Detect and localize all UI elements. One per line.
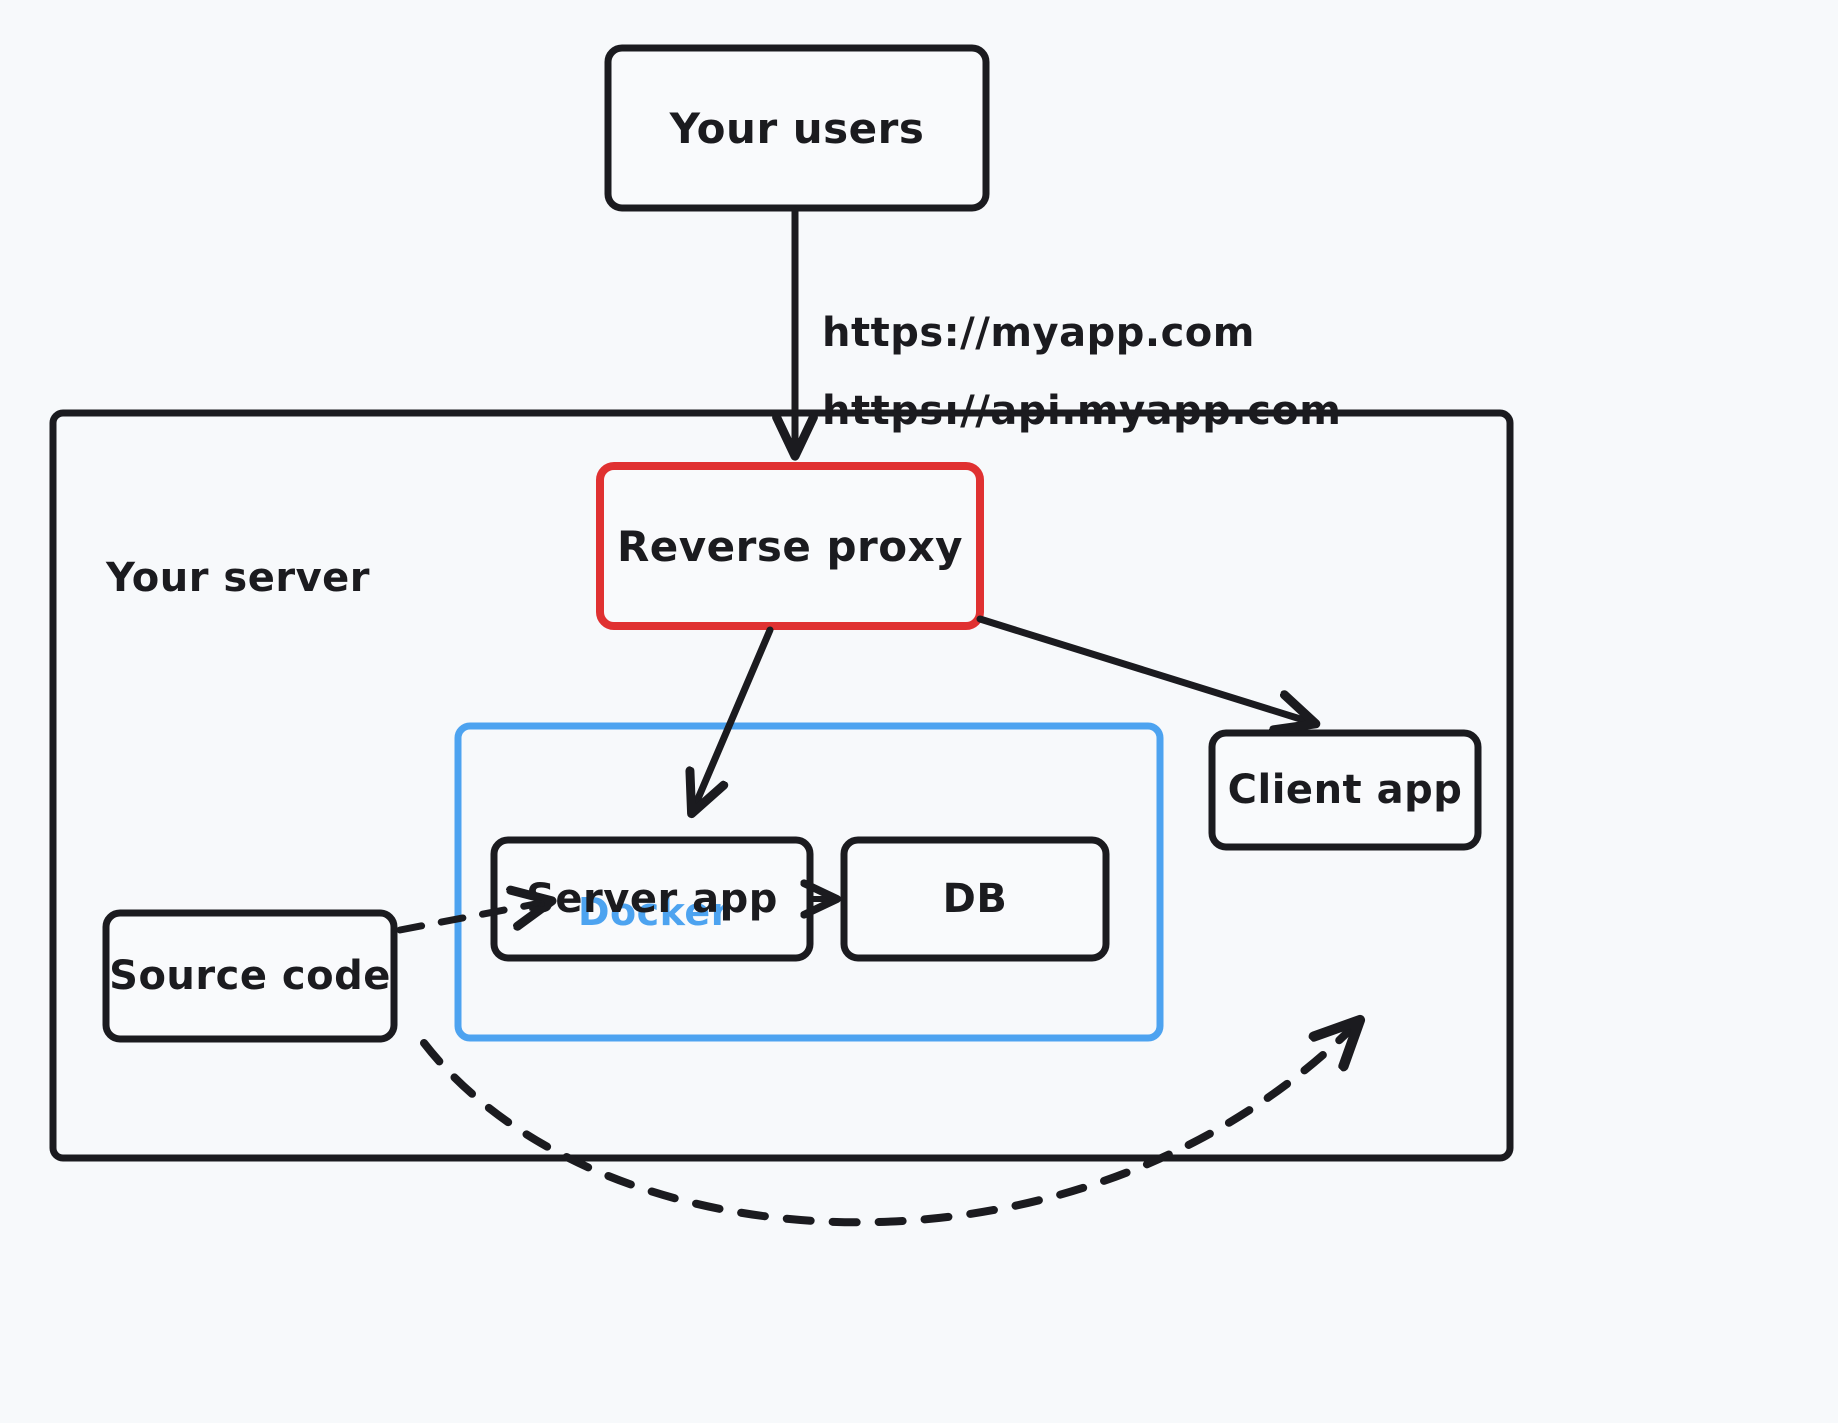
reverse-proxy-box[interactable]	[596, 462, 984, 630]
edge-reverse-proxy-to-client-app	[976, 615, 1310, 722]
client-app-box[interactable]	[1208, 729, 1482, 851]
db-box[interactable]	[840, 836, 1110, 962]
docker-group-label: Docker	[578, 890, 730, 934]
url-label-web: https://myapp.com	[822, 310, 1255, 356]
source-code-box[interactable]	[102, 909, 398, 1043]
edge-reverse-proxy-to-server-app	[694, 626, 774, 808]
url-label-api: https://api.myapp.com	[822, 388, 1342, 434]
edge-source-code-to-client-app	[420, 1025, 1355, 1227]
edge-source-code-to-docker	[396, 902, 546, 934]
server-group-label: Your server	[106, 555, 370, 601]
docker-group-box	[454, 722, 1164, 1042]
server-group-box	[49, 409, 1514, 1162]
users-box[interactable]	[604, 44, 990, 212]
